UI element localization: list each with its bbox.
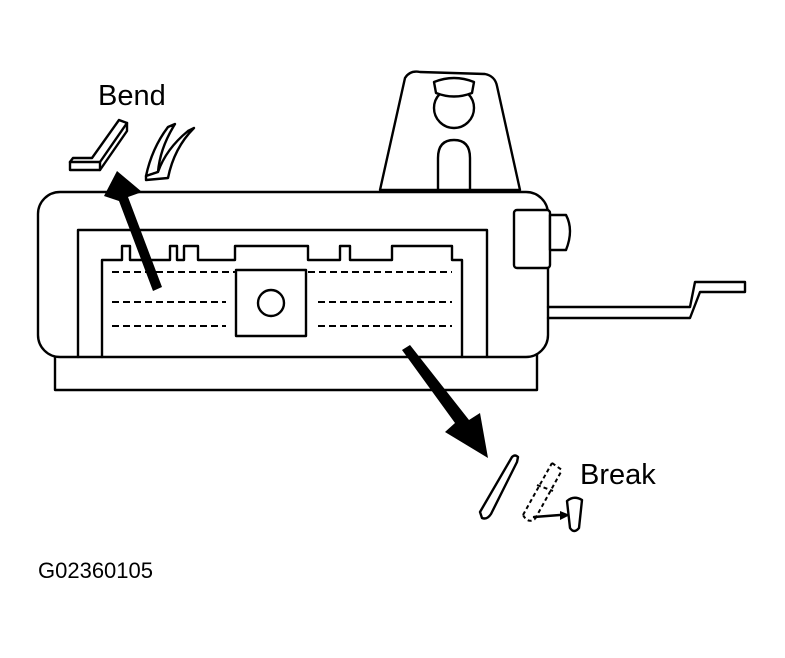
terminal-bent: [144, 122, 196, 182]
center-lock-hole: [256, 288, 286, 318]
terminal-straight: [68, 118, 129, 172]
break-arrow-icon: [402, 345, 488, 458]
bend-arrow-icon: [104, 171, 162, 291]
wire-harness: [546, 280, 747, 320]
mounting-bracket: [378, 70, 522, 192]
terminal-rows: [112, 271, 452, 327]
terminal-pin: [478, 454, 520, 520]
break-label: Break: [580, 459, 656, 491]
terminal-broken: [522, 462, 584, 533]
figure-id-label: G02360105: [38, 558, 153, 583]
side-connector: [512, 208, 572, 270]
connector-body: [100, 244, 464, 359]
connector-frame: [76, 228, 489, 359]
bend-label: Bend: [98, 80, 166, 112]
center-lock: [234, 268, 308, 338]
